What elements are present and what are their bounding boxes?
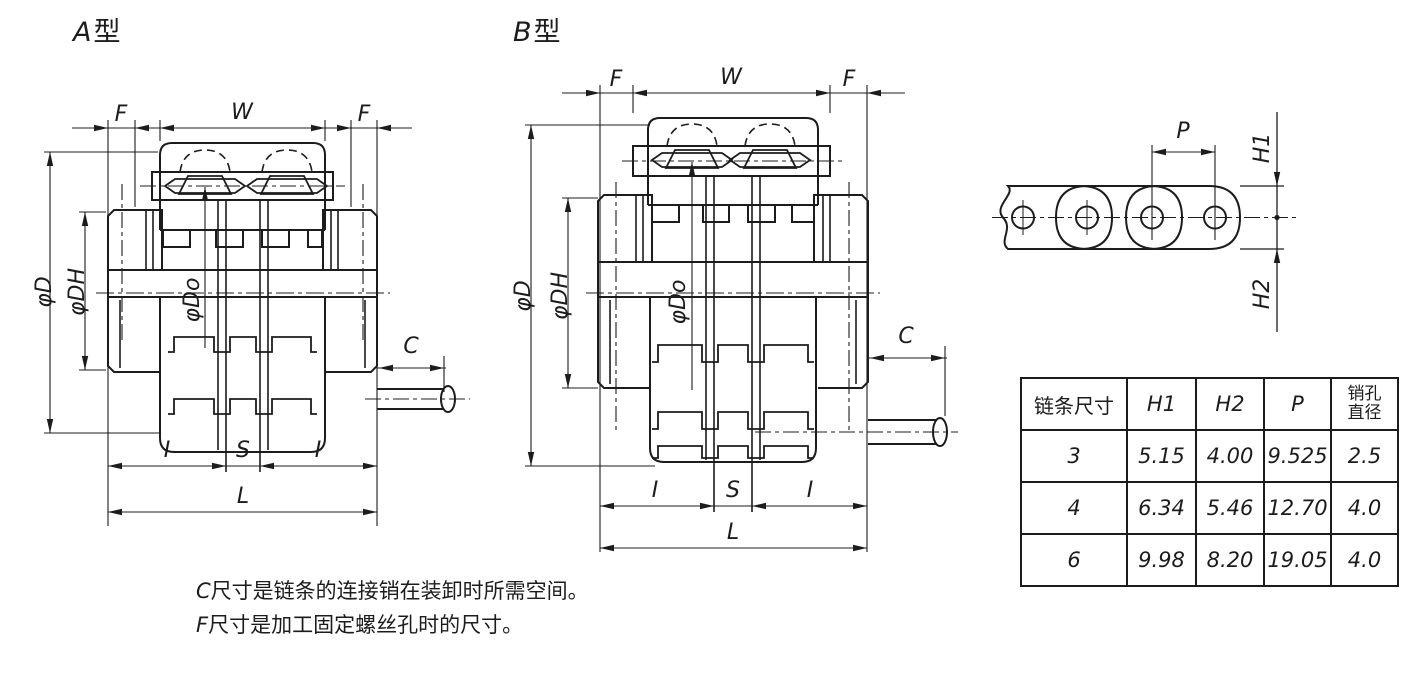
dim-label-phi-do: φDo	[180, 278, 205, 323]
cell-h1: 9.98	[1126, 533, 1197, 587]
dim-label-p: P	[1176, 119, 1190, 144]
cell-h1: 6.34	[1126, 481, 1197, 535]
type-b-title: B型	[513, 10, 563, 49]
col-header-chain-size: 链条尺寸	[1020, 377, 1128, 431]
table-row: 3 5.15 4.00 9.525 2.5	[1020, 429, 1399, 483]
dim-label-i: I	[315, 438, 322, 463]
coupling-a-labels: F W F φD φDH φDo C I S I L	[32, 100, 419, 509]
dim-label-c: C	[403, 334, 419, 359]
dim-label-f: F	[358, 102, 371, 127]
dim-label-phi-dh: φDH	[548, 272, 573, 320]
cell-p: 12.70	[1263, 481, 1332, 535]
cell-chain-size: 4	[1020, 481, 1128, 535]
cell-pin-hole: 4.0	[1330, 533, 1399, 587]
dim-label-w: W	[231, 100, 254, 125]
dim-label-i: I	[807, 478, 814, 503]
cell-pin-hole: 4.0	[1330, 481, 1399, 535]
dim-label-phi-do: φDo	[666, 280, 691, 325]
chain-side-view: P H1 H2	[992, 112, 1296, 332]
cell-chain-size: 6	[1020, 533, 1128, 587]
cell-p: 19.05	[1263, 533, 1332, 587]
coupling-b-labels: F W F φD φDH φDo C I S I L	[511, 65, 914, 545]
type-a-title: A型	[73, 10, 122, 49]
drawing-notes: C尺寸是链条的连接销在装卸时所需空间。 F尺寸是加工固定螺丝孔时的尺寸。	[196, 574, 589, 642]
dim-label-l: L	[237, 484, 249, 509]
col-header-h1: H1	[1126, 377, 1197, 431]
coupling-a-dimensions	[44, 120, 446, 526]
dim-label-l: L	[727, 520, 739, 545]
dim-label-f: F	[843, 67, 856, 92]
type-a-suffix: 型	[93, 17, 123, 48]
table-header-row: 链条尺寸 H1 H2 P 销孔直径	[1020, 377, 1399, 431]
note-c-prefix: C	[196, 579, 211, 603]
dim-label-h2: H2	[1250, 279, 1275, 310]
cell-chain-size: 3	[1020, 429, 1128, 483]
coupling-a-drawing: F W F φD φDH φDo C I S I L	[32, 100, 470, 526]
dim-label-s: S	[236, 438, 250, 463]
dim-label-phi-d: φD	[32, 276, 57, 307]
type-b-letter: B	[513, 17, 534, 48]
dim-label-i: I	[164, 438, 171, 463]
note-line-c: C尺寸是链条的连接销在装卸时所需空间。	[196, 574, 589, 608]
dim-label-w: W	[720, 65, 743, 90]
cell-h2: 4.00	[1195, 429, 1265, 483]
chain-labels: P H1 H2	[1176, 119, 1275, 309]
dim-label-phi-d: φD	[511, 280, 536, 311]
note-line-f: F尺寸是加工固定螺丝孔时的尺寸。	[196, 608, 589, 642]
dim-label-c: C	[898, 324, 914, 349]
dim-label-f: F	[610, 67, 623, 92]
cell-pin-hole: 2.5	[1330, 429, 1399, 483]
col-header-p: P	[1263, 377, 1332, 431]
dim-label-phi-dh: φDH	[65, 268, 90, 316]
table-row: 6 9.98 8.20 19.05 4.0	[1020, 533, 1399, 587]
col-header-pin-hole: 销孔直径	[1330, 377, 1399, 431]
type-b-suffix: 型	[533, 17, 563, 48]
col-header-h2: H2	[1195, 377, 1265, 431]
coupling-b-dimensions	[525, 85, 947, 552]
cell-h1: 5.15	[1126, 429, 1197, 483]
note-f-prefix: F	[196, 613, 209, 637]
cell-h2: 5.46	[1195, 481, 1265, 535]
coupling-b-drawing: F W F φD φDH φDo C I S I L	[511, 65, 958, 552]
note-c-text: 尺寸是链条的连接销在装卸时所需空间。	[210, 579, 589, 603]
chain-spec-table: 链条尺寸 H1 H2 P 销孔直径 3 5.15 4.00 9.525 2.5 …	[1020, 377, 1399, 587]
col-header-pin-hole-text: 销孔直径	[1347, 384, 1382, 423]
dim-label-h1: H1	[1250, 133, 1275, 164]
dim-label-s: S	[726, 478, 740, 503]
note-f-text: 尺寸是加工固定螺丝孔时的尺寸。	[208, 613, 524, 637]
dim-label-f: F	[115, 102, 128, 127]
table-row: 4 6.34 5.46 12.70 4.0	[1020, 481, 1399, 535]
type-a-letter: A	[73, 17, 94, 48]
dim-label-i: I	[652, 478, 659, 503]
cell-h2: 8.20	[1195, 533, 1265, 587]
cell-p: 9.525	[1263, 429, 1332, 483]
